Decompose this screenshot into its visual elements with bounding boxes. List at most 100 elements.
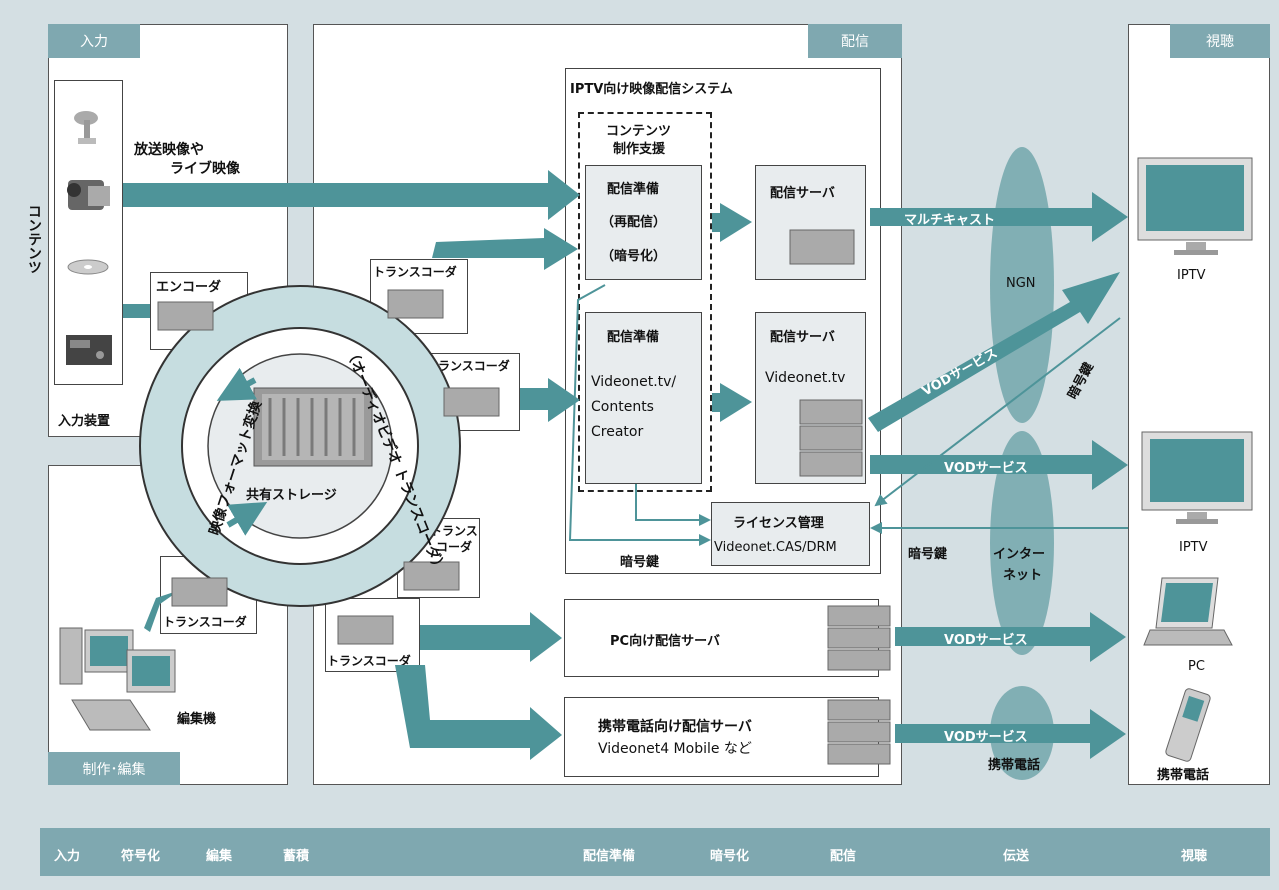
editing-computer-icon — [59, 627, 176, 731]
production-panel-header: 制作･編集 — [48, 752, 180, 785]
step-delivery: 配信 — [830, 849, 857, 864]
broadcast-label-line1: 放送映像や — [134, 142, 204, 158]
encoder-device-icon — [157, 301, 214, 331]
mobile-server-device-icon — [827, 699, 891, 765]
step-prep: 配信準備 — [583, 849, 636, 864]
mobile-server-arrow — [395, 665, 562, 760]
pc-server-box — [564, 599, 879, 677]
multicast-label: マルチキャスト — [904, 213, 996, 228]
prep1-to-server1-arrow — [712, 203, 752, 242]
editing-label: 編集機 — [177, 712, 217, 727]
recorder-icon — [66, 335, 112, 365]
iptv-device-label-1: IPTV — [1177, 268, 1206, 283]
vod-arrow-4 — [895, 709, 1126, 759]
vod-arrow-2 — [870, 440, 1128, 490]
step-encoding: 符号化 — [121, 849, 161, 864]
mobile-server-box — [564, 697, 879, 777]
tv-icon-1 — [1137, 157, 1253, 255]
iptv-system-title: IPTV向け映像配信システム — [570, 82, 733, 97]
editing-arrow — [144, 590, 180, 632]
step-storage: 蓄積 — [283, 849, 310, 864]
server2-device-icon — [799, 399, 863, 477]
broadcast-arrow — [123, 170, 580, 220]
prep2-to-server2-arrow — [712, 383, 752, 422]
vod-arrow-2-label: VODサービス — [944, 461, 1028, 476]
broadcast-label-line2: ライブ映像 — [170, 161, 240, 177]
prep2-title: 配信準備 — [607, 330, 660, 345]
ngn-label: NGN — [1006, 276, 1036, 291]
mobile-network-label: 携帯電話 — [988, 758, 1041, 773]
encoder-label: エンコーダ — [156, 280, 222, 295]
content-support-dashed-box — [578, 112, 712, 492]
step-editing: 編集 — [206, 849, 233, 864]
vod-arrow-1-label: VODサービス — [919, 345, 1000, 400]
contents-label: コンテンツ — [26, 204, 42, 274]
prep-box-1 — [585, 165, 702, 280]
prep1-line2: （再配信） — [601, 215, 667, 230]
iptv-device-label-2: IPTV — [1179, 540, 1208, 555]
key-left-label: 暗号鍵 — [908, 547, 948, 562]
ring-arrow-bottom — [226, 501, 268, 536]
transcoder1-device-icon — [387, 289, 444, 319]
prep1-title: 配信準備 — [607, 182, 660, 197]
prep1-line3: （暗号化） — [601, 249, 667, 264]
step-input: 入力 — [54, 849, 81, 864]
transcoder5-device-icon — [337, 615, 394, 645]
prep2-line4: Creator — [591, 424, 644, 440]
prep2-line3: Contents — [591, 399, 654, 415]
transcoder-label-4: トランスコーダ — [163, 615, 247, 629]
vod-arrow-4-label: VODサービス — [944, 730, 1028, 745]
step-viewing: 視聴 — [1181, 849, 1208, 864]
input-panel-header: 入力 — [48, 24, 140, 58]
storage-rack-icon — [253, 387, 373, 467]
license-title: ライセンス管理 — [733, 516, 824, 531]
viewing-panel — [1128, 24, 1270, 785]
content-support-line1: コンテンツ — [606, 124, 672, 139]
pc-device-label: PC — [1188, 659, 1205, 674]
storage-label: 共有ストレージ — [246, 488, 337, 503]
key-diagonal-label: 暗号鍵 — [1064, 360, 1096, 402]
encoder-to-ring — [123, 304, 150, 318]
transcoder1-arrow — [432, 228, 578, 270]
transcoder2-device-icon — [443, 387, 500, 417]
key-label-bottom: 暗号鍵 — [620, 555, 660, 570]
transcoder3-device-icon — [403, 561, 460, 591]
transcoder-label-3a: トランス — [430, 524, 478, 538]
transcoder2-arrow — [520, 378, 580, 422]
transcoder4-device-icon — [171, 577, 228, 607]
vod-arrow-3 — [895, 612, 1126, 662]
video-camera-icon — [67, 180, 110, 210]
transcoder-label-1: トランスコーダ — [373, 265, 457, 279]
pc-server-device-icon — [827, 605, 891, 671]
internet-ellipse — [990, 431, 1054, 655]
satellite-dish-icon — [74, 111, 98, 144]
mobile-server-line2: Videonet4 Mobile など — [598, 741, 752, 757]
vod-arrow-3-label: VODサービス — [944, 633, 1028, 648]
multicast-arrow — [870, 192, 1128, 242]
key-line-prep2 — [635, 484, 711, 526]
key-line-left — [568, 284, 711, 546]
key-arrow-diagonal — [874, 317, 1121, 507]
step-encryption: 暗号化 — [710, 849, 750, 864]
server1-device-icon — [789, 229, 855, 265]
content-support-line2: 制作支援 — [613, 142, 666, 157]
license-sub: Videonet.CAS/DRM — [714, 540, 837, 555]
process-steps-bar — [40, 828, 1270, 876]
pc-server-arrow — [420, 612, 562, 662]
distribution-panel-header: 配信 — [808, 24, 902, 58]
mobile-phone-icon — [1165, 688, 1211, 762]
mobile-device-label: 携帯電話 — [1157, 768, 1210, 783]
disc-icon — [67, 259, 109, 275]
tv-icon-2 — [1141, 431, 1253, 524]
laptop-icon — [1143, 577, 1233, 646]
server2-title: 配信サーバ — [770, 330, 835, 345]
input-device-icons — [66, 111, 112, 365]
ring-arrow-top — [216, 367, 257, 401]
prep2-line2: Videonet.tv/ — [591, 374, 677, 390]
pc-server-label: PC向け配信サーバ — [610, 634, 720, 649]
input-device-label: 入力装置 — [58, 414, 111, 429]
server2-sub: Videonet.tv — [765, 370, 846, 386]
mobile-server-line1: 携帯電話向け配信サーバ — [598, 719, 752, 735]
prep-box-2 — [585, 312, 702, 484]
